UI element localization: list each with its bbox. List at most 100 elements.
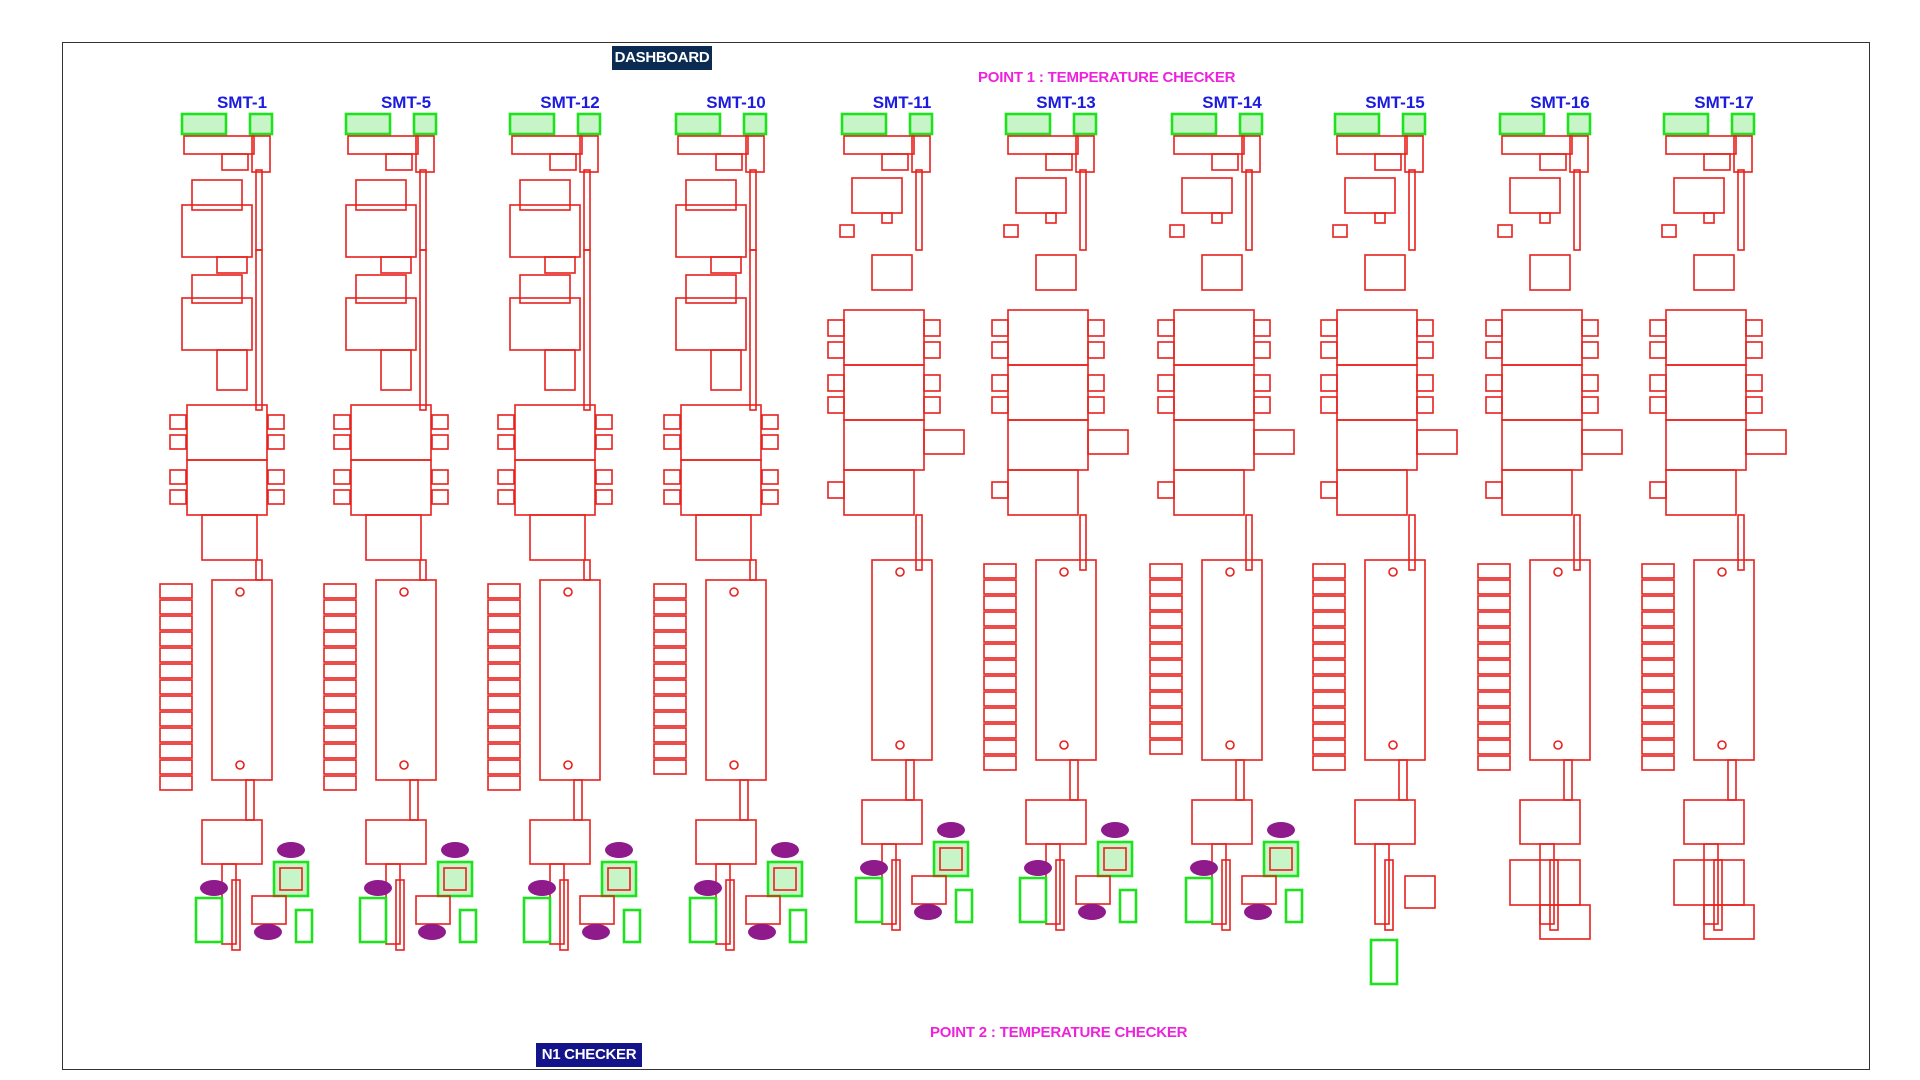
storage-rack — [983, 723, 1017, 739]
point2-checker — [688, 896, 718, 944]
storage-rack — [159, 615, 193, 631]
point2-checker — [622, 908, 642, 944]
dashboard-button[interactable]: DASHBOARD — [612, 46, 712, 70]
reflow-oven — [211, 579, 273, 781]
feeder — [595, 469, 613, 485]
feeder — [991, 396, 1009, 414]
inspection — [1354, 799, 1416, 845]
loader — [677, 135, 749, 155]
feeder — [1320, 341, 1338, 359]
point2-checker — [766, 860, 804, 898]
storage-rack — [653, 583, 687, 599]
sensor-marker — [914, 904, 942, 920]
conveyor — [1727, 759, 1737, 801]
storage-rack — [487, 775, 521, 791]
feeder — [761, 414, 779, 430]
conveyor — [1737, 169, 1745, 251]
production-line — [1641, 112, 1787, 940]
storage-rack — [323, 663, 357, 679]
sensor-marker — [418, 924, 446, 940]
point1-checker — [1730, 112, 1756, 136]
storage-rack — [983, 563, 1017, 579]
feeder — [267, 434, 285, 450]
conveyor — [221, 863, 237, 945]
n1-checker-button[interactable]: N1 CHECKER — [536, 1043, 642, 1067]
storage-rack — [1641, 707, 1675, 723]
storage-rack — [653, 727, 687, 743]
sensor-housing — [773, 867, 797, 891]
feeder — [1157, 341, 1175, 359]
sensor-marker — [364, 880, 392, 896]
storage-rack — [1149, 723, 1183, 739]
line-title: SMT-14 — [1202, 93, 1262, 112]
point1-checker — [1566, 112, 1592, 136]
point2-checker — [1018, 876, 1048, 924]
conveyor — [1408, 514, 1416, 571]
feeder — [1497, 224, 1513, 238]
conveyor — [1539, 212, 1551, 224]
loader — [745, 135, 765, 173]
conveyor — [395, 879, 405, 951]
feeder — [1485, 396, 1503, 414]
point2-checker — [788, 908, 808, 944]
conveyor — [1693, 254, 1735, 291]
storage-rack — [487, 663, 521, 679]
feeder — [497, 434, 515, 450]
placement-head — [514, 459, 596, 516]
storage-rack — [1149, 675, 1183, 691]
sensor-housing — [251, 895, 287, 925]
conveyor — [891, 859, 901, 931]
conveyor — [915, 514, 923, 571]
conveyor — [881, 843, 897, 925]
point1-checker — [344, 112, 392, 136]
point2-checker — [932, 840, 970, 878]
conveyor — [559, 879, 569, 951]
placement-head — [1173, 364, 1255, 421]
mounter — [675, 297, 747, 351]
storage-rack — [487, 695, 521, 711]
point2-checker — [522, 896, 552, 944]
inspection — [1683, 799, 1745, 845]
aoi — [201, 514, 258, 561]
conveyor — [216, 349, 248, 391]
feeder — [1253, 319, 1271, 337]
conveyor — [1398, 759, 1408, 801]
feeder — [267, 469, 285, 485]
conveyor — [1045, 212, 1057, 224]
point1-checker — [180, 112, 228, 136]
point1-label: POINT 1 : TEMPERATURE CHECKER — [978, 69, 1236, 86]
loader — [415, 135, 435, 173]
conveyor — [1408, 169, 1416, 251]
point1-checker — [1170, 112, 1218, 136]
placement-head — [1007, 419, 1089, 471]
conveyor — [725, 879, 735, 951]
mounter — [685, 274, 737, 304]
loader — [1075, 135, 1095, 173]
sensor-marker — [1244, 904, 1272, 920]
storage-rack — [1312, 563, 1346, 579]
point2-checker — [1118, 888, 1138, 924]
loader — [347, 135, 419, 155]
mounter — [345, 204, 417, 258]
storage-rack — [159, 631, 193, 647]
production-line — [827, 112, 974, 931]
storage-rack — [487, 727, 521, 743]
point2-checker — [1284, 888, 1304, 924]
placement-head — [843, 419, 925, 471]
point1-checker — [1004, 112, 1052, 136]
conveyor — [710, 349, 742, 391]
point2-checker — [1096, 840, 1134, 878]
conveyor — [915, 169, 923, 251]
inspection — [1519, 799, 1581, 845]
conveyor — [583, 169, 591, 251]
point2-checker — [600, 860, 638, 898]
storage-rack — [1641, 563, 1675, 579]
storage-rack — [653, 711, 687, 727]
loader — [1569, 135, 1589, 173]
conveyor — [905, 759, 915, 801]
mounter — [675, 204, 747, 258]
feeder — [497, 414, 515, 430]
feeder — [827, 319, 845, 337]
conveyor — [715, 863, 731, 945]
inspection — [201, 819, 263, 865]
